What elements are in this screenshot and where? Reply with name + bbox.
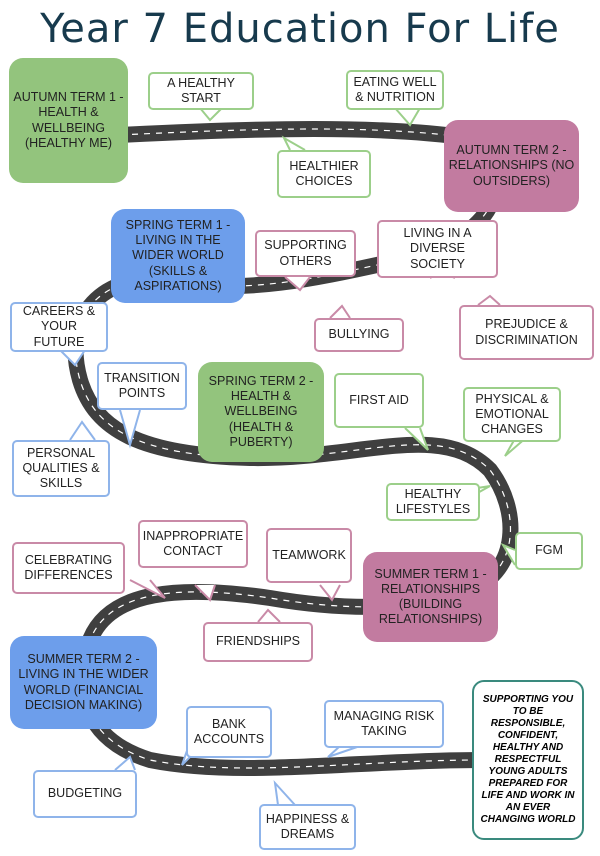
topic-supporting-others: SUPPORTING OTHERS [255,230,356,277]
term-autumn-2: AUTUMN TERM 2 - RELATIONSHIPS (NO OUTSID… [444,120,579,212]
topic-bullying: BULLYING [314,318,404,352]
topic-healthy-start: A HEALTHY START [148,72,254,110]
topic-healthier-choices: HEALTHIER CHOICES [277,150,371,198]
topic-personal-qualities: PERSONAL QUALITIES & SKILLS [12,440,110,497]
term-summer-1: SUMMER TERM 1 - RELATIONSHIPS (BUILDING … [363,552,498,642]
topic-first-aid: FIRST AID [334,373,424,428]
topic-happiness-dreams: HAPPINESS & DREAMS [259,804,356,850]
term-spring-1: SPRING TERM 1 - LIVING IN THE WIDER WORL… [111,209,245,303]
page-title: Year 7 Education For Life [40,6,560,52]
topic-managing-risk: MANAGING RISK TAKING [324,700,444,748]
topic-inappropriate-contact: INAPPROPRIATE CONTACT [138,520,248,568]
topic-bank-accounts: BANK ACCOUNTS [186,706,272,758]
topic-friendships: FRIENDSHIPS [203,622,313,662]
topic-prejudice-discrimination: PREJUDICE & DISCRIMINATION [459,305,594,360]
term-autumn-1: AUTUMN TERM 1 - HEALTH & WELLBEING (HEAL… [9,58,128,183]
topic-living-diverse-society: LIVING IN A DIVERSE SOCIETY [377,220,498,278]
topic-transition-points: TRANSITION POINTS [97,362,187,410]
final-statement: SUPPORTING YOU TO BE RESPONSIBLE, CONFID… [472,680,584,840]
topic-healthy-lifestyles: HEALTHY LIFESTYLES [386,483,480,521]
term-summer-2: SUMMER TERM 2 - LIVING IN THE WIDER WORL… [10,636,157,729]
topic-teamwork: TEAMWORK [266,528,352,583]
term-spring-2: SPRING TERM 2 - HEALTH & WELLBEING (HEAL… [198,362,324,462]
topic-physical-emotional-changes: PHYSICAL & EMOTIONAL CHANGES [463,387,561,442]
topic-careers-future: CAREERS & YOUR FUTURE [10,302,108,352]
topic-celebrating-differences: CELEBRATING DIFFERENCES [12,542,125,594]
topic-fgm: FGM [515,532,583,570]
topic-budgeting: BUDGETING [33,770,137,818]
topic-eating-well: EATING WELL & NUTRITION [346,70,444,110]
